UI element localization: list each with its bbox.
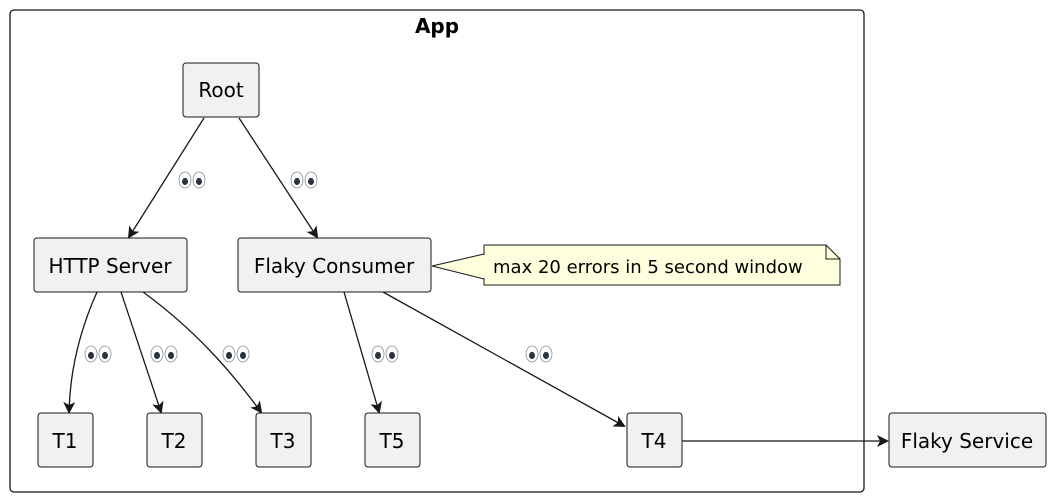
node-flaky-service[interactable]: Flaky Service — [888, 412, 1047, 468]
node-t4[interactable]: T4 — [626, 412, 683, 468]
edge-http-server-t3 — [142, 291, 263, 414]
node-t5[interactable]: T5 — [364, 412, 421, 468]
node-t4-label: T4 — [641, 429, 667, 453]
note: max 20 errors in 5 second window — [431, 244, 841, 286]
note-text: max 20 errors in 5 second window — [493, 257, 803, 278]
node-t1[interactable]: T1 — [37, 412, 94, 468]
node-flaky-consumer-label: Flaky Consumer — [254, 254, 415, 278]
node-root-label: Root — [198, 78, 243, 102]
node-flaky-consumer[interactable]: Flaky Consumer — [237, 237, 432, 293]
edge-http-server-t1 — [63, 291, 98, 414]
node-t5-label: T5 — [379, 429, 405, 453]
edge-flaky-consumer-t5 — [343, 291, 382, 414]
node-http-server-label: HTTP Server — [48, 254, 172, 278]
app-container-title: App — [415, 14, 459, 38]
node-t2-label: T2 — [161, 429, 187, 453]
edge-root-flaky-consumer — [238, 117, 319, 239]
node-t1-label: T1 — [52, 429, 78, 453]
edge-flaky-consumer-t4 — [382, 291, 626, 427]
edge-root-http-server — [127, 117, 205, 239]
node-t2[interactable]: T2 — [146, 412, 203, 468]
node-http-server[interactable]: HTTP Server — [33, 237, 188, 293]
edge-http-server-t2 — [120, 291, 164, 414]
node-root[interactable]: Root — [182, 62, 260, 118]
node-flaky-service-label: Flaky Service — [901, 429, 1033, 453]
node-t3-label: T3 — [270, 429, 296, 453]
edges — [63, 117, 889, 447]
node-t3[interactable]: T3 — [255, 412, 312, 468]
app-container: App — [9, 9, 865, 493]
